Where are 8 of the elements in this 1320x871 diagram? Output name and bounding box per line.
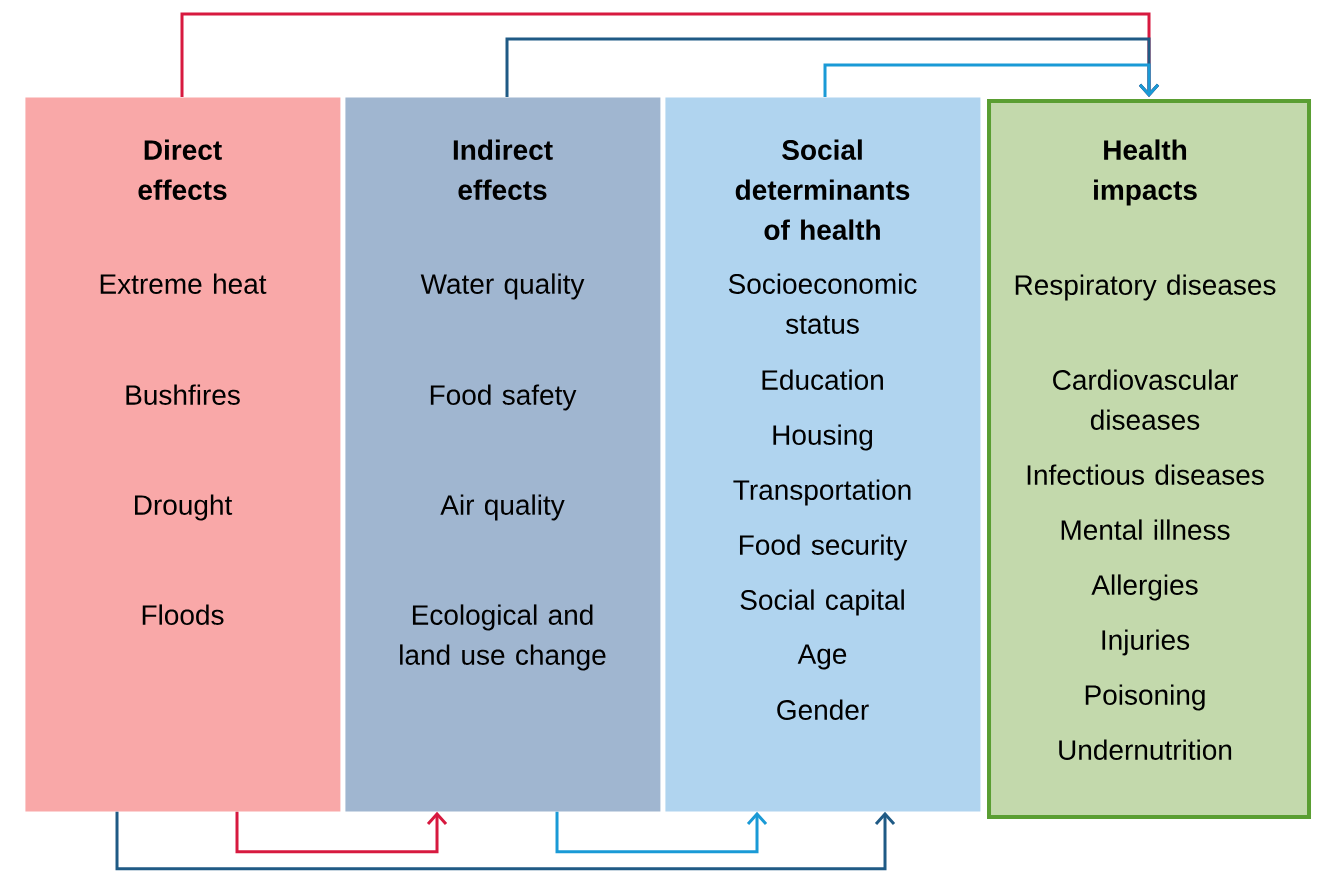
arrow xyxy=(235,811,448,854)
column-panel: Direct effects Extreme heat Bushfires Drought Floods xyxy=(25,97,341,812)
column-panel: Indirect effects Water quality Food safety Air quality Ecological and land use change xyxy=(345,97,661,812)
column-panel: Health impacts Respiratory diseases Cardiovascular diseases Infectious diseases Mental illness Allergies Injuries Poisoning Undernutrition xyxy=(987,99,1311,819)
arrow xyxy=(115,811,896,871)
column-panel: Social determinants of health Socioeconomic status Education Housing Transportation Food security Social capital Age Gender xyxy=(665,97,981,812)
arrow xyxy=(555,811,768,854)
arrow xyxy=(823,63,1160,97)
